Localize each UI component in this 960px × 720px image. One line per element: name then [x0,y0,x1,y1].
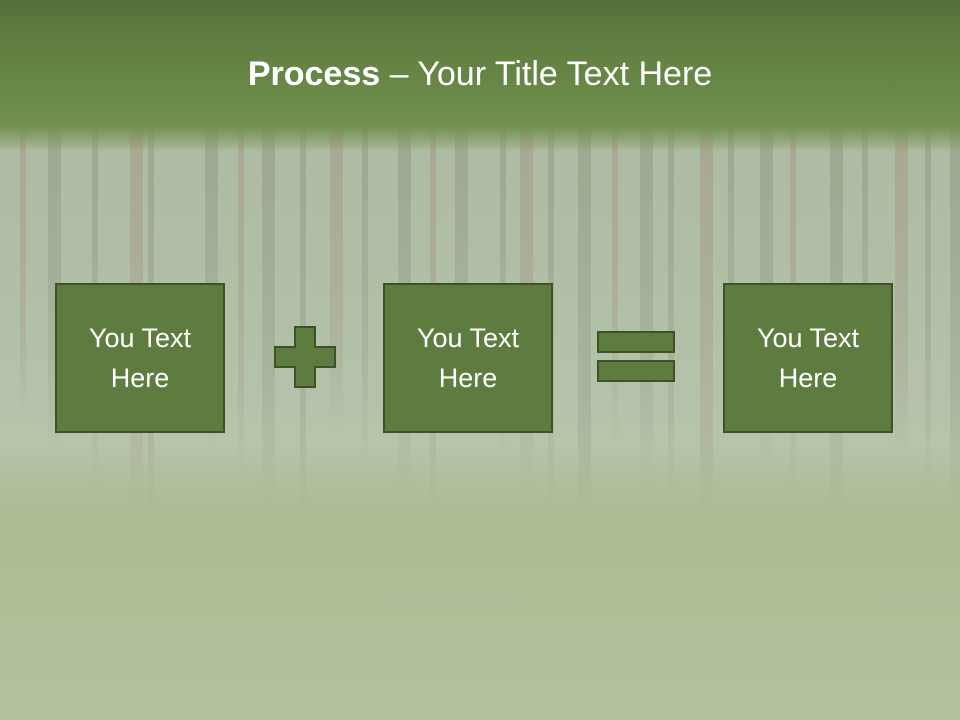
tree-trunk [640,130,653,483]
slide-title: Process – Your Title Text Here [0,52,960,96]
equals-icon [596,330,678,386]
tree-trunk [950,130,960,533]
tree-trunk [925,130,931,496]
tree-trunk [668,130,674,520]
tree-trunk [262,130,275,519]
tree-trunk [728,130,734,434]
step-1-label: You Text Here [88,323,192,393]
tree-trunk [362,130,368,470]
tree-trunk [20,130,26,420]
title-bold-text: Process [247,55,381,93]
title-rest-text: – Your Title Text Here [380,55,713,93]
process-step-2[interactable]: You Text Here [383,283,553,433]
tree-trunk [895,130,908,459]
tree-trunk [238,130,244,482]
tree-trunk [862,130,868,422]
process-step-1[interactable]: You Text Here [55,283,225,433]
tree-trunk [612,130,618,446]
step-3-label: You Text Here [756,323,860,393]
process-step-3[interactable]: You Text Here [723,283,893,433]
title-banner [0,0,960,150]
plus-icon [273,325,337,389]
step-2-label: You Text Here [416,323,520,393]
